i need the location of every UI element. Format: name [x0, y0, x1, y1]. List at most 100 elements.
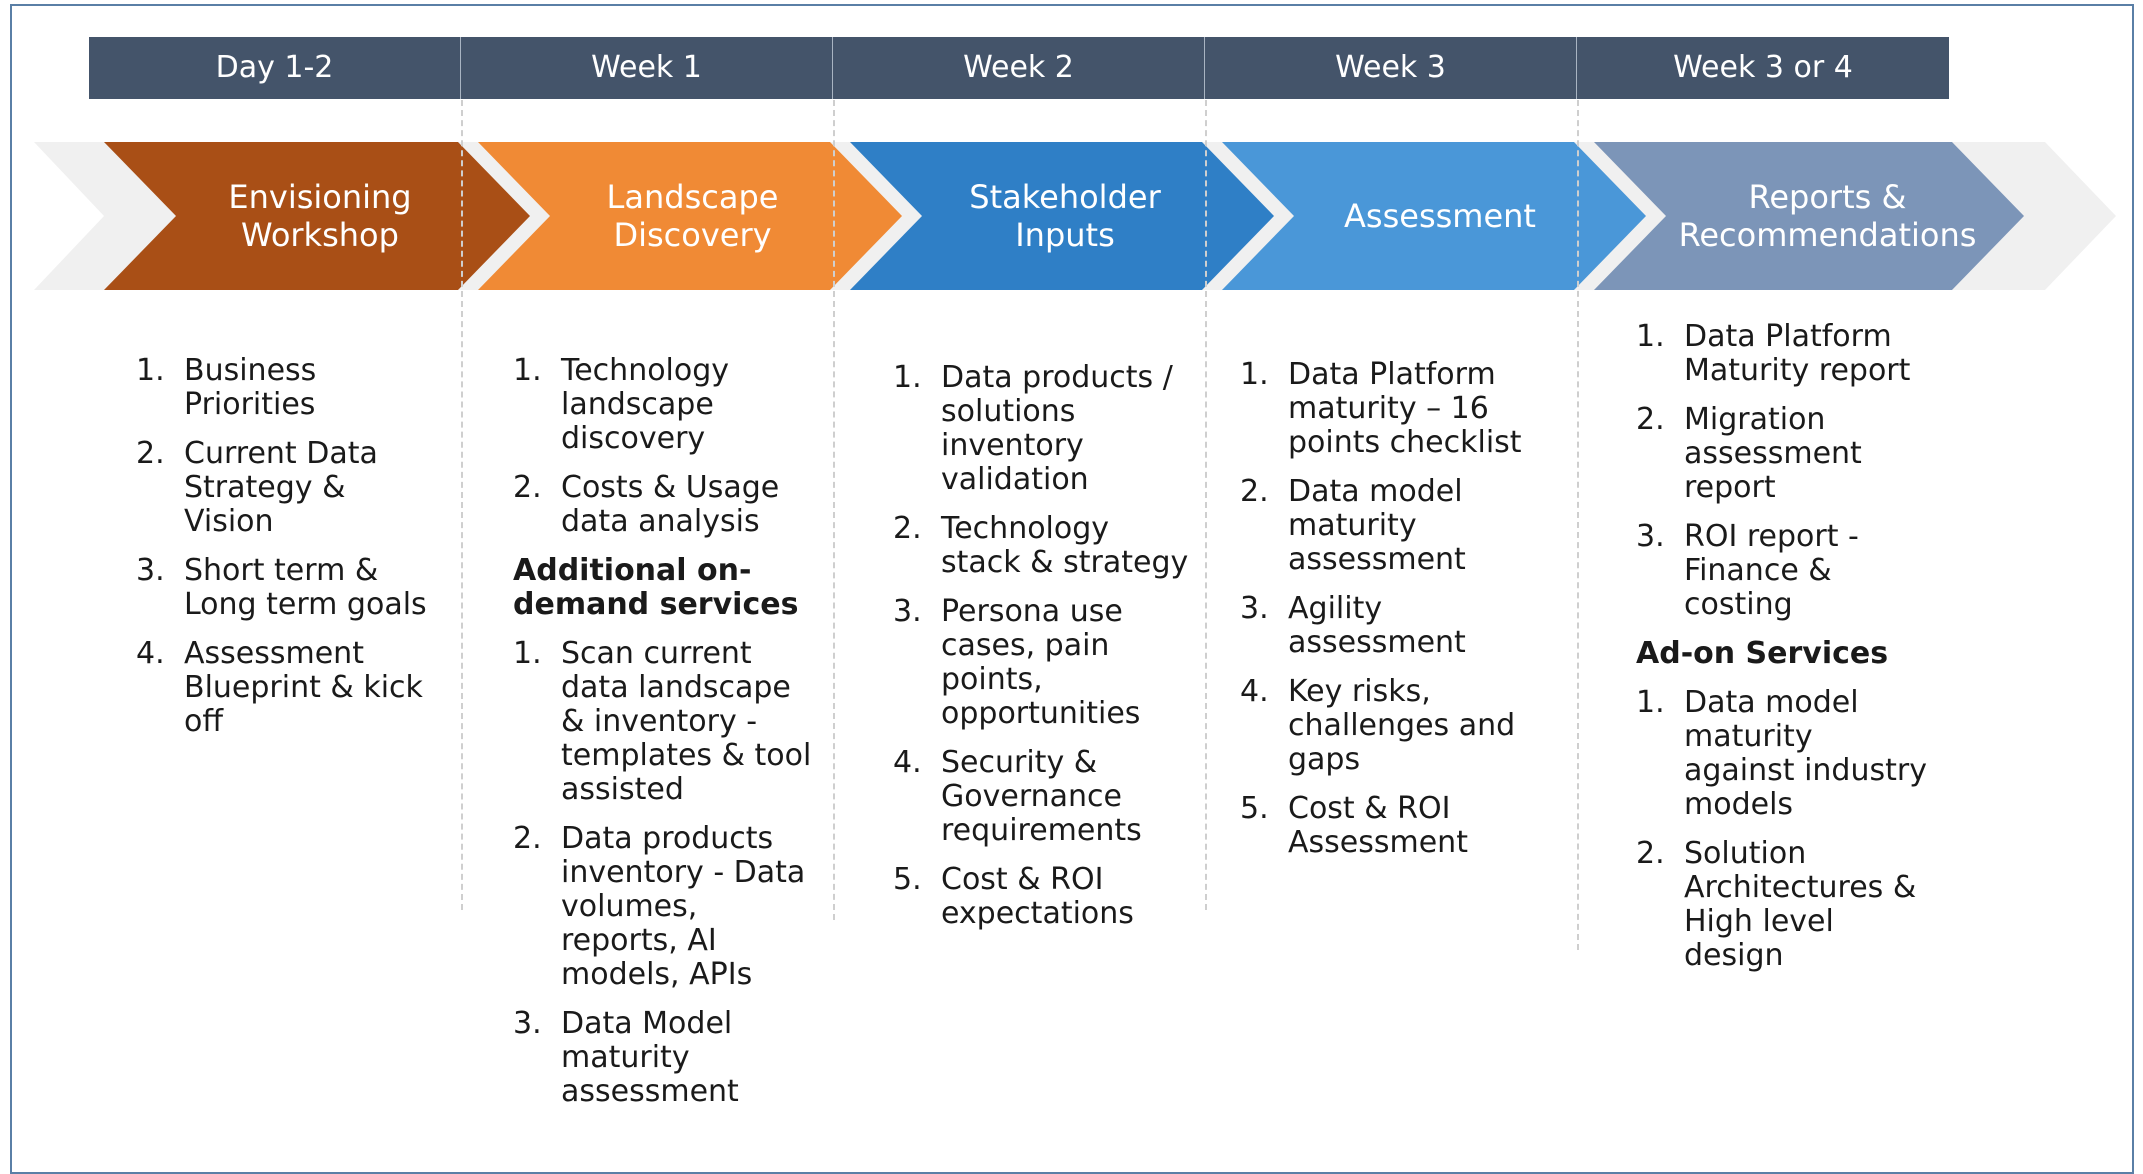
list-item: 3. ROI report - Finance & costing — [1636, 520, 1931, 622]
column-divider — [833, 100, 835, 920]
list-item: 1.Business Priorities — [136, 354, 436, 422]
list-item-number: 5. — [1240, 791, 1269, 826]
list-item-text: Data products inventory - Data volumes, … — [561, 821, 806, 992]
list-item-number: 2. — [1240, 474, 1269, 509]
list-item-number: 1. — [513, 636, 542, 671]
phase-arrow-stakeholder — [850, 142, 1274, 290]
phase-header-week-3-or-4: Week 3 or 4 — [1673, 50, 1853, 85]
list-item: 1. Data model maturity against industry m… — [1636, 686, 1931, 822]
phase-column-week-3: 1. Data Platform maturity – 16 points che… — [1240, 358, 1545, 875]
list-item-number: 2. — [893, 511, 922, 546]
list-item: 1. Data Platform Maturity report — [1636, 320, 1931, 388]
list-item-number: 4. — [136, 636, 165, 671]
phase-column-week-2: 1. Data products / solutions inventory va… — [893, 361, 1193, 946]
numbered-list: 1. Scan current data landscape & inventor… — [513, 637, 818, 1109]
list-item: 2. Data model maturity assessment — [1240, 475, 1545, 577]
list-item-text: Data products / solutions inventory vali… — [941, 360, 1173, 497]
phase-header-week-2: Week 2 — [833, 37, 1205, 99]
list-item-number: 2. — [1636, 836, 1665, 871]
list-item-text: Data model maturity against industry mod… — [1684, 685, 1927, 822]
list-item-number: 3. — [893, 594, 922, 629]
list-item-text: Data Platform Maturity report — [1684, 319, 1911, 388]
list-item: 3. Persona use cases, pain points, opport… — [893, 595, 1193, 731]
list-item-text: Persona use cases, pain points, opportun… — [941, 594, 1141, 731]
list-item: 2.Current Data Strategy & Vision — [136, 437, 436, 539]
list-item-number: 1. — [893, 360, 922, 395]
phase-column-day-1-2: 1.Business Priorities 2.Current Data Stra… — [136, 354, 436, 754]
phase-arrow-landscape — [478, 142, 902, 290]
list-item-text: Solution Architectures & High level desi… — [1684, 836, 1917, 973]
list-item-text: Cost & ROI expectations — [941, 862, 1134, 931]
list-item: 1. Scan current data landscape & inventor… — [513, 637, 818, 807]
list-item-text: Short term & Long term goals — [184, 553, 427, 622]
list-item: 1. Data Platform maturity – 16 points che… — [1240, 358, 1545, 460]
list-item-number: 1. — [1240, 357, 1269, 392]
list-item-number: 2. — [513, 470, 542, 505]
list-item-text: Cost & ROI Assessment — [1288, 791, 1468, 860]
numbered-list: 1. Technology landscape discovery 2. Costs … — [513, 354, 818, 539]
list-item-number: 1. — [513, 353, 542, 388]
numbered-list: 1. Data Platform Maturity report 2.Migrati… — [1636, 320, 1931, 622]
phase-title-reports-recommendations: Reports & Recommendations — [1678, 178, 1977, 254]
list-item: 2.Migration assessment report — [1636, 403, 1931, 505]
list-item-number: 1. — [136, 353, 165, 388]
list-item: 4. Security & Governance requirements — [893, 746, 1193, 848]
column-divider — [1205, 100, 1207, 910]
list-item-number: 3. — [513, 1006, 542, 1041]
services-subheading: Ad-on Services — [1636, 636, 1889, 671]
list-item-number: 3. — [1636, 519, 1665, 554]
list-item-number: 3. — [1240, 591, 1269, 626]
list-item-text: Agility assessment — [1288, 591, 1466, 660]
list-item: 2. Data products inventory - Data volumes… — [513, 822, 818, 992]
phase-arrow-assessment — [1222, 142, 1646, 290]
list-item-text: Data model maturity assessment — [1288, 474, 1466, 577]
phase-header-week-1: Week 1 — [461, 37, 833, 99]
list-item-text: Scan current data landscape & inventory … — [561, 636, 812, 807]
list-item: 4. Key risks, challenges and gaps — [1240, 675, 1545, 777]
list-item-text: Technology stack & strategy — [941, 511, 1189, 580]
phase-column-week-3-or-4: 1. Data Platform Maturity report 2.Migrati… — [1636, 320, 1931, 988]
list-item: 5. Cost & ROI Assessment — [1240, 792, 1545, 860]
list-item-text: Key risks, challenges and gaps — [1288, 674, 1516, 777]
list-item-number: 5. — [893, 862, 922, 897]
phase-column-week-1: 1. Technology landscape discovery 2. Costs … — [513, 354, 818, 1124]
list-item-number: 1. — [1636, 685, 1665, 720]
list-item: 3. Agility assessment — [1240, 592, 1545, 660]
list-item: 3.Short term & Long term goals — [136, 554, 436, 622]
numbered-list: 1. Data products / solutions inventory va… — [893, 361, 1193, 931]
list-item-text: Technology landscape discovery — [561, 353, 730, 456]
phase-header-week-3: Week 3 — [1205, 37, 1577, 99]
column-divider — [1577, 100, 1579, 950]
list-item: 3.Data Model maturity assessment — [513, 1007, 818, 1109]
list-item-number: 4. — [893, 745, 922, 780]
list-item-number: 2. — [136, 436, 165, 471]
list-item: 2. Solution Architectures & High level de… — [1636, 837, 1931, 973]
list-item: 5. Cost & ROI expectations — [893, 863, 1193, 931]
list-item-number: 1. — [1636, 319, 1665, 354]
phase-title-landscape-discovery: Landscape Discovery — [606, 178, 779, 254]
list-item-text: Data Platform maturity – 16 points check… — [1288, 357, 1522, 460]
numbered-list: 1.Business Priorities 2.Current Data Stra… — [136, 354, 436, 739]
list-item: 1. Data products / solutions inventory va… — [893, 361, 1193, 497]
list-item-number: 2. — [513, 821, 542, 856]
list-item-number: 2. — [1636, 402, 1665, 437]
phase-arrow-reports — [1594, 142, 2024, 290]
list-item-text: Security & Governance requirements — [941, 745, 1142, 848]
numbered-list: 1. Data model maturity against industry m… — [1636, 686, 1931, 973]
timeline-header-bar: Day 1-2 Week 1 Week 2 Week 3 Week 3 or 4 — [89, 37, 1949, 99]
phase-header-day-1-2: Day 1-2 — [89, 37, 461, 99]
list-item-text: Costs & Usage data analysis — [561, 470, 780, 539]
list-item: 2. Technology stack & strategy — [893, 512, 1193, 580]
list-item-text: Assessment Blueprint & kick off — [184, 636, 423, 739]
list-item-number: 4. — [1240, 674, 1269, 709]
numbered-list: 1. Data Platform maturity – 16 points che… — [1240, 358, 1545, 860]
list-item: 4. Assessment Blueprint & kick off — [136, 637, 436, 739]
phase-arrow-envisioning — [104, 142, 530, 290]
list-item: 1. Technology landscape discovery — [513, 354, 818, 456]
phase-title-envisioning-workshop: Envisioning Workshop — [228, 178, 412, 254]
column-divider — [461, 100, 463, 910]
list-item-text: ROI report - Finance & costing — [1684, 519, 1859, 622]
list-item: 2. Costs & Usage data analysis — [513, 471, 818, 539]
services-subheading: Additional on-demand services — [513, 553, 799, 622]
phase-title-assessment: Assessment — [1344, 197, 1536, 235]
